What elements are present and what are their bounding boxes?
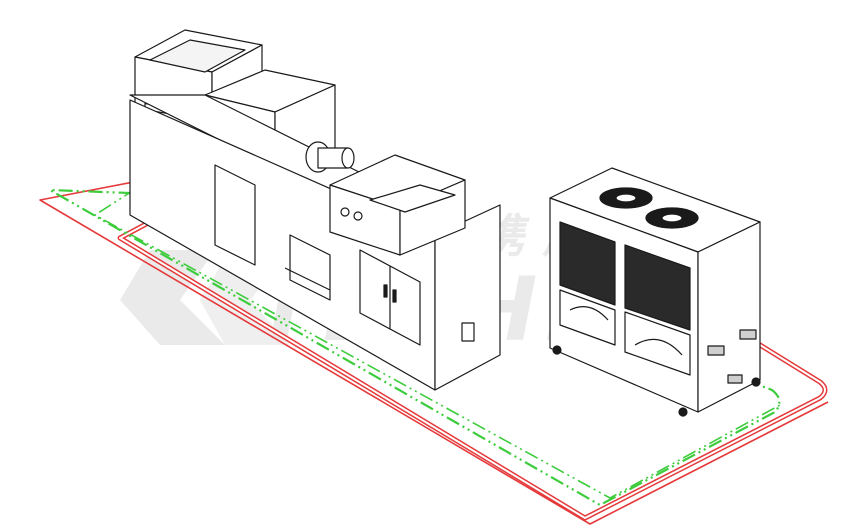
control-screen bbox=[149, 39, 246, 73]
caster-wheel-icon bbox=[552, 345, 562, 355]
air-cooled-chiller bbox=[549, 167, 761, 417]
chiller-outlet-port-icon bbox=[739, 329, 757, 340]
cooling-fan-icon bbox=[599, 187, 653, 209]
cooling-fan-icon bbox=[645, 207, 699, 229]
condenser-grille-left bbox=[559, 221, 616, 306]
condenser-grille-right bbox=[624, 244, 691, 331]
caster-wheel-icon bbox=[751, 377, 761, 387]
chiller-inlet-port-icon bbox=[707, 345, 725, 356]
caster-wheel-icon bbox=[678, 407, 688, 417]
power-outlet-icon bbox=[461, 322, 475, 342]
return-pipe-green-dashed bbox=[48, 149, 781, 507]
injection-molding-machine bbox=[129, 29, 501, 391]
